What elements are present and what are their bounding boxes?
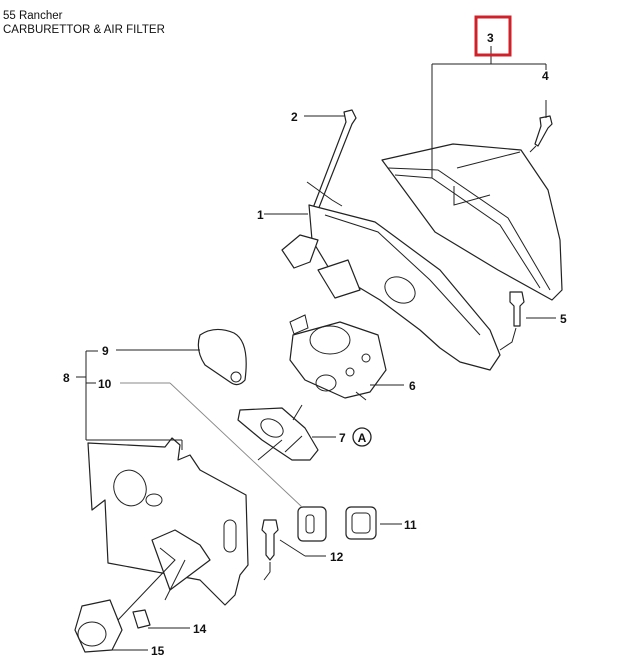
screw-4[interactable] [529, 115, 553, 153]
gasket-7[interactable] [237, 404, 319, 461]
air-filter-cover[interactable] [381, 143, 563, 301]
rubber-sleeve-15[interactable] [74, 599, 123, 653]
carburettor-holder[interactable] [281, 204, 501, 371]
callout-14[interactable]: 14 [193, 622, 207, 636]
screw-5[interactable] [499, 291, 525, 351]
callout-9[interactable]: 9 [102, 344, 109, 358]
callout-7[interactable]: 7 [339, 431, 346, 445]
callout-6[interactable]: 6 [409, 379, 416, 393]
bushing-14[interactable] [132, 609, 151, 629]
callout-5[interactable]: 5 [560, 312, 567, 326]
callout-2[interactable]: 2 [291, 110, 298, 124]
callout-10[interactable]: 10 [98, 377, 112, 391]
grommet-11[interactable] [345, 506, 377, 540]
carburettor[interactable] [289, 314, 387, 401]
callout-1[interactable]: 1 [257, 208, 264, 222]
svg-text:A: A [358, 431, 367, 445]
leader-lines [76, 46, 556, 651]
callout-8[interactable]: 8 [63, 371, 70, 385]
grommet-10[interactable] [297, 506, 327, 542]
bolt-2[interactable] [306, 109, 357, 211]
model-title: 55 Rancher [3, 10, 63, 22]
section-title: CARBURETTOR & AIR FILTER [3, 24, 165, 36]
note-marker-a: A [352, 427, 372, 447]
callout-15[interactable]: 15 [151, 644, 165, 657]
highlight-box [474, 15, 512, 57]
filter-element-9[interactable] [197, 328, 247, 386]
callout-11[interactable]: 11 [404, 518, 417, 532]
callout-12[interactable]: 12 [330, 550, 344, 564]
callout-3[interactable]: 3 [487, 31, 494, 45]
callout-4[interactable]: 4 [542, 69, 549, 83]
intake-plate[interactable] [87, 437, 249, 621]
screw-12[interactable] [261, 519, 279, 581]
